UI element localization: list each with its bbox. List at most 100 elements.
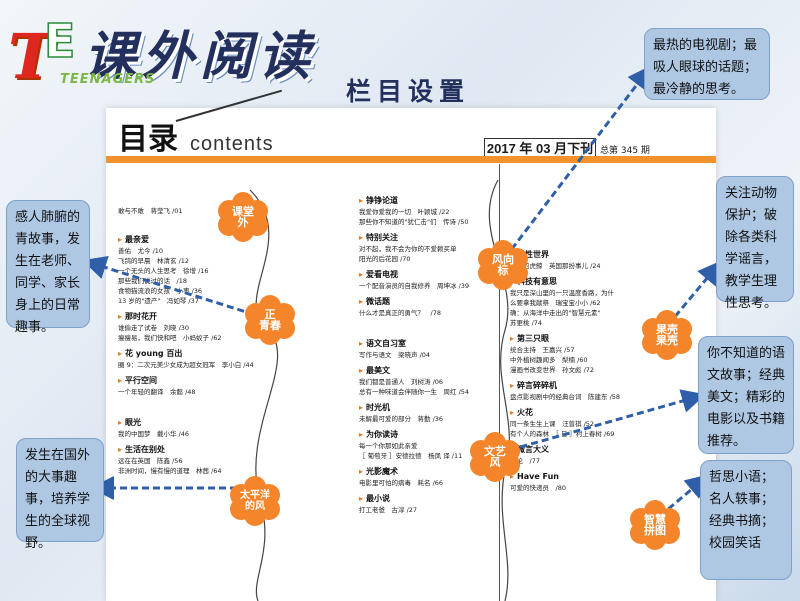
logo-subtitle: TEENAGERS (60, 72, 156, 87)
flower-petal (644, 500, 666, 522)
toc-item[interactable]: 漫画书改变世界 孙文彪 /72 (510, 366, 595, 374)
toc-item[interactable]: 善佑 尤今 /10 (118, 247, 164, 255)
toc-item[interactable]: 13 岁的"遗产" 冯如琴 /37 (118, 297, 199, 305)
section-title: 微言大义 (510, 444, 620, 456)
flower-petal (259, 295, 281, 317)
toc-right-column: 灵性世界 悲伤的虎鲸 英国那扮事儿 /24 科技有意思 我只是深山里的一只温度香… (510, 244, 620, 493)
section-title: 灵性世界 (510, 249, 620, 261)
toc-item[interactable]: 阳光的后花园 /70 (359, 255, 411, 263)
column-divider (499, 164, 500, 601)
section-title: 生活在别处 (118, 444, 254, 456)
arrow-tv (503, 65, 652, 259)
section-title: 语文自习室 (359, 338, 469, 350)
flower-badge-guoke: 果壳 果壳 (642, 310, 692, 360)
logo-title: 课外阅读 (84, 26, 317, 87)
toc-item[interactable]: 盘点影视剧中的经典台词 陈建东 /58 (510, 393, 621, 401)
toc-item[interactable]: 有个人的森林 ［ 日 ］村上春树 /69 (510, 430, 615, 438)
section-title: 科技有意思 (510, 276, 620, 288)
toc-item[interactable]: 什么才是真正的勇气？ /78 (359, 309, 441, 317)
callout-fun: 哲思小语；名人轶事；经典书摘；校园笑话 (700, 460, 792, 580)
toc-item[interactable]: 未解最可爱的部分 蒋勤 /36 (359, 415, 444, 423)
toc-item[interactable]: 非洲时间，慢有慢的道理 林茜 /64 (118, 467, 222, 475)
toc-item[interactable]: 统合主持 王嘉兴 /57 (510, 346, 575, 354)
section-title: 最美文 (359, 365, 469, 377)
section-setting-title: 栏目设置 (346, 77, 471, 106)
section-title: 第三只眼 (510, 333, 620, 345)
toc-item[interactable]: 可爱的快递员 /80 (510, 484, 566, 492)
toc-item[interactable]: 敢与不敢 蒋莹飞 /01 (118, 207, 183, 215)
issue-number: 总第 345 期 (600, 146, 650, 156)
toc-item[interactable]: 一个配音演员的自我修养 周坤冰 /39 (359, 282, 470, 290)
flower-badge-zheng: 正 青春 (245, 295, 295, 345)
callout-world: 发生在国外的大事趣事，培养学生的全球视野。 (16, 438, 104, 551)
toc-item[interactable]: 对不起，我不会为你的不爱赖买单 (359, 245, 457, 253)
toc-item[interactable]: 么要拿我献祭 瑞宝宝小小 /62 (510, 299, 601, 307)
toc-item[interactable]: 总有一种味道会伴随你一生 周红 /54 (359, 388, 470, 396)
toc-page: 目录 contents 2017 年 03 月下刊 总第 345 期 敢与不敢 … (106, 89, 716, 601)
section-title: 花 young 百出 (118, 348, 254, 360)
toc-item[interactable]: 同一条生生上课 汪曾祺 /52 (510, 420, 595, 428)
toc-item[interactable]: 远在在英国 陈鑫 /56 (118, 457, 183, 465)
toc-item[interactable]: 我只是深山里的一只温度香路，为什 (510, 289, 614, 297)
flower-petal (656, 310, 678, 332)
toc-item[interactable]: 确：从海洋中走出的"智慧元素" (510, 309, 601, 317)
magazine-logo: T E 课外阅读 TEENAGERS (6, 6, 351, 96)
flower-badge-taipingyang: 太平洋 的风 (230, 476, 280, 526)
flower-badge-fengxiang: 风向 标 (478, 240, 528, 290)
toc-item[interactable]: 我们都是普通人 刘树涛 /06 (359, 378, 444, 386)
section-title: Have Fun (510, 471, 620, 483)
toc-item[interactable]: 瘦瘦易，我们快和吧 小蚂蚁子 /62 (118, 334, 222, 342)
toc-item[interactable]: 言论 /77 (510, 457, 540, 465)
toc-item[interactable]: 那些你不知道的"犹仁击"们 传诗 /50 (359, 218, 469, 226)
toc-item[interactable]: 打工老爸 古淳 /27 (359, 506, 418, 514)
toc-item[interactable]: 一个年轻的翻译 余懿 /48 (118, 388, 196, 396)
toc-item[interactable]: 我爱你爱我的一切 叶颖城 /22 (359, 208, 450, 216)
toc-item[interactable]: 圈 9：二次元美少女成为超女冠军 李小白 /44 (118, 361, 254, 369)
flower-petal (232, 192, 254, 214)
toc-left-column: 敢与不敢 蒋莹飞 /01 最亲爱 善佑 尤今 /10 飞鸽的早晨 林清玄 /12… (118, 206, 254, 476)
callout-youth: 感人肺腑的青故事，发生在老师、同学、家长身上的日常趣事。 (6, 200, 90, 335)
issue-date: 2017 年 03 月下刊 (484, 138, 596, 160)
arrow-fun (659, 474, 710, 518)
section-title: 爱看电视 (359, 269, 469, 281)
flower-petal (492, 240, 514, 262)
section-title: 火花 (510, 407, 620, 419)
flower-petal (484, 432, 506, 454)
logo-letter-e: E (43, 13, 76, 69)
callout-culture: 你不知道的语文故事；经典美文；精彩的电影以及书籍推荐。 (698, 336, 794, 454)
section-title: 铮铮论道 (359, 195, 469, 207)
flower-badge-zhihui: 智慧 拼图 (630, 500, 680, 550)
toc-item[interactable]: 悲伤的虎鲸 英国那扮事儿 /24 (510, 262, 601, 270)
flower-badge-wenyi: 文艺 风 (470, 432, 520, 482)
toc-heading: 目录 (118, 122, 178, 157)
section-title: 最亲爱 (118, 234, 254, 246)
callout-animal: 关注动物保护；破除各类科学谣言，教学生理性思考。 (716, 176, 794, 311)
toc-item[interactable]: 飞鸽的早晨 林清玄 /12 (118, 257, 190, 265)
section-title: 眼光 (118, 417, 254, 429)
arrow-culture (509, 389, 706, 452)
toc-item[interactable]: ［ 葡萄牙 ］安德拉德 杨凤 译 /11 (359, 452, 463, 460)
section-title: 碎言碎碎机 (510, 380, 620, 392)
toc-item[interactable]: 中外植树趣闻多 梨楠 /60 (510, 356, 588, 364)
section-title: 时光机 (359, 402, 469, 414)
toc-middle-column: 铮铮论道 我爱你爱我的一切 叶颖城 /22 那些你不知道的"犹仁击"们 传诗 /… (359, 190, 469, 515)
contents-label: contents (190, 133, 274, 155)
flower-badge-ketang: 课堂 外 (218, 192, 268, 242)
toc-item[interactable]: 每一个你那如此亲爱 (359, 442, 418, 450)
arrow-youth (82, 255, 266, 320)
toc-item[interactable]: 那些我们说过的话 /18 (118, 277, 187, 285)
toc-item[interactable]: 一个无头的人生思考 徐增 /16 (118, 267, 209, 275)
toc-item[interactable]: 苏更桃 /74 (510, 319, 543, 327)
toc-item[interactable]: 写作与语文 梁晓声 /04 (359, 351, 431, 359)
callout-tv: 最热的电视剧；最吸人眼球的话题；最冷静的思考。 (644, 28, 770, 100)
left-wavy-line (249, 189, 279, 601)
header-rule (106, 156, 716, 163)
logo-letter-t: T (8, 20, 54, 93)
toc-item[interactable]: 食物猫流浪的女孩 小枣 /36 (118, 287, 203, 295)
toc-item[interactable]: 谁偷走了试卷 刘晓 /30 (118, 324, 190, 332)
section-title: 微话题 (359, 296, 469, 308)
section-title: 最小说 (359, 493, 469, 505)
flower-petal (244, 476, 266, 498)
toc-item[interactable]: 电影里可怕的病毒 耗名 /66 (359, 479, 444, 487)
toc-item[interactable]: 我的中国梦 戴小华 /46 (118, 430, 190, 438)
